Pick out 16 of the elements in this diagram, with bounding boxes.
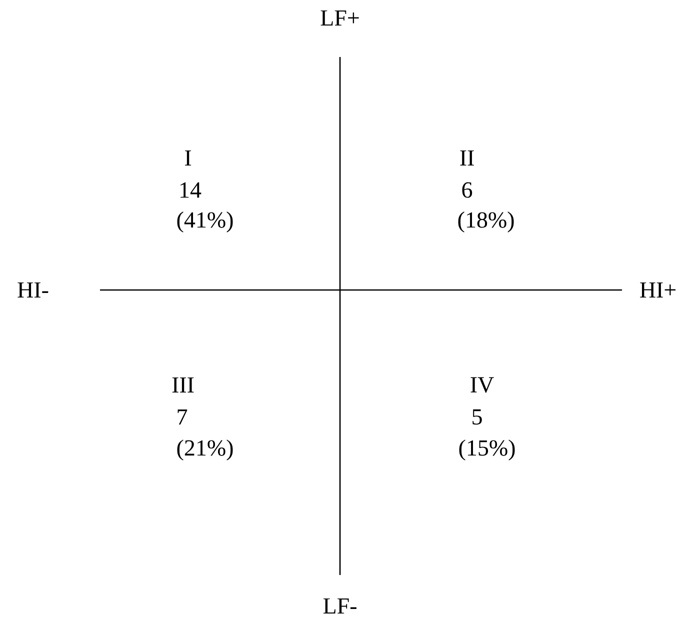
percent-label: (41%): [177, 212, 233, 232]
count-label: 7: [178, 409, 188, 425]
percent-label: (21%): [177, 440, 233, 460]
count-label: 6: [462, 182, 472, 198]
quadrant-numeral: III: [172, 377, 194, 393]
quadrant-numeral: I: [185, 150, 192, 166]
percent-label: (15%): [459, 440, 515, 460]
quadrant-numeral: IV: [470, 377, 494, 393]
count-label: 14: [180, 182, 202, 198]
axis-label: LF+: [320, 10, 359, 26]
quadrant-numeral: II: [460, 150, 474, 166]
axis-label: HI+: [640, 282, 676, 298]
percent-label: (18%): [458, 212, 514, 232]
count-label: 5: [472, 409, 482, 425]
axis-label: HI-: [18, 282, 48, 298]
axis-label: LF-: [323, 598, 356, 614]
